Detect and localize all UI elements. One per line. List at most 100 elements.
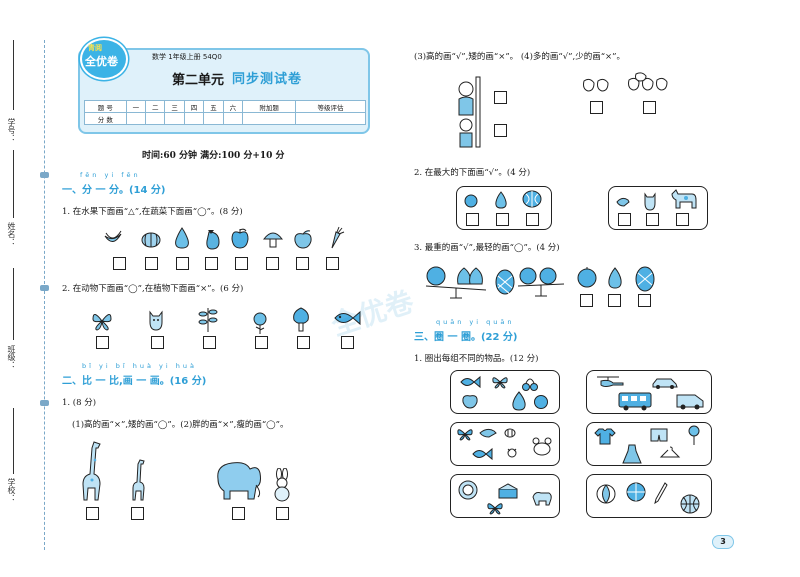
basketball-icon: [679, 493, 701, 515]
answer-box[interactable]: [235, 257, 248, 270]
page-number: 3: [712, 535, 734, 549]
table-cell: 六: [222, 100, 244, 113]
section1-pinyin: fēn yi fēn: [80, 171, 141, 179]
student-id-label: 学号：: [7, 118, 16, 142]
table-row: 题 号 一 二 三 四 五 六 附加题 等级评估: [84, 100, 366, 113]
peach-icon: [461, 393, 479, 409]
answer-box[interactable]: [276, 507, 289, 520]
class-field[interactable]: [13, 268, 14, 340]
score-cell[interactable]: [183, 112, 205, 125]
answer-box[interactable]: [113, 257, 126, 270]
shirt-icon: [593, 427, 617, 445]
answer-box[interactable]: [526, 213, 539, 226]
answer-box[interactable]: [326, 257, 339, 270]
dog-icon: [531, 487, 553, 507]
score-cell[interactable]: [125, 112, 147, 125]
class-label: 班级：: [7, 345, 16, 369]
pear-icon: [494, 191, 508, 209]
answer-box[interactable]: [232, 507, 245, 520]
answer-box[interactable]: [255, 336, 268, 349]
score-cell[interactable]: [222, 112, 244, 125]
answer-box[interactable]: [297, 336, 310, 349]
score-cell[interactable]: [145, 112, 166, 125]
van-icon: [675, 391, 705, 411]
score-cell[interactable]: [164, 112, 185, 125]
binding-dot: [40, 172, 49, 178]
time-and-score: 时间:60 分钟 满分:100 分+10 分: [142, 151, 285, 161]
watermark-text: 全优卷: [327, 284, 418, 343]
pen-icon: [653, 481, 669, 505]
answer-box[interactable]: [638, 294, 651, 307]
cat-icon: [642, 191, 658, 211]
pear-icon: [172, 226, 192, 250]
group-panel-toys: [450, 474, 560, 518]
bird-icon: [616, 196, 630, 208]
flower-icon: [250, 312, 270, 334]
answer-box[interactable]: [608, 294, 621, 307]
helicopter-icon: [595, 375, 625, 389]
mushroom-icon: [262, 229, 284, 249]
answer-box[interactable]: [618, 213, 631, 226]
score-cell[interactable]: [203, 112, 224, 125]
answer-box[interactable]: [646, 213, 659, 226]
carrot-icon: [326, 226, 346, 250]
insect-icon: [505, 445, 519, 459]
group-panel-clothes: [586, 422, 712, 466]
peppers-group-icon: [625, 72, 677, 96]
s2-question1: 1. (8 分): [62, 398, 97, 408]
answer-box[interactable]: [296, 257, 309, 270]
score-cell[interactable]: [295, 112, 366, 125]
table-cell: 一: [125, 100, 147, 113]
table-row: 分 数: [84, 112, 366, 125]
crab-icon: [531, 437, 553, 457]
butterfly-icon: [491, 375, 509, 389]
name-field[interactable]: [13, 150, 14, 218]
s1-question1: 1. 在水果下面画“△”,在蔬菜下面画“◯”。(8 分): [62, 207, 243, 217]
binding-margin: 学号： 姓名： 班级： 学校：: [0, 0, 52, 577]
answer-box[interactable]: [496, 213, 509, 226]
answer-box[interactable]: [466, 213, 479, 226]
table-cell: 二: [145, 100, 166, 113]
apple-icon: [576, 266, 598, 288]
flower-icon: [685, 425, 703, 445]
peach-icon: [292, 229, 314, 249]
pear-icon: [511, 391, 527, 411]
answer-box[interactable]: [205, 257, 218, 270]
animal-size-panel: [608, 186, 708, 230]
section3-pinyin: quān yi quān: [436, 318, 515, 326]
s2-question1-sub12: (1)高的画“×”,矮的画“◯”。(2)胖的画“×”,瘦的画“◯”。: [72, 420, 289, 430]
pear-icon: [606, 266, 624, 290]
tall-child-icon: [454, 75, 482, 149]
school-field[interactable]: [13, 408, 14, 474]
school-label: 学校：: [7, 478, 16, 502]
apple-icon: [230, 227, 250, 249]
answer-box[interactable]: [203, 336, 216, 349]
answer-box[interactable]: [494, 124, 507, 137]
answer-box[interactable]: [86, 507, 99, 520]
answer-box[interactable]: [676, 213, 689, 226]
table-cell: 题 号: [84, 100, 127, 113]
answer-box[interactable]: [580, 294, 593, 307]
answer-box[interactable]: [176, 257, 189, 270]
small-giraffe-icon: [129, 458, 147, 502]
fruit-size-panel: [456, 186, 552, 230]
answer-box[interactable]: [341, 336, 354, 349]
plant-icon: [197, 304, 219, 332]
small-fruit-icon: [464, 192, 478, 208]
answer-box[interactable]: [96, 336, 109, 349]
score-cell[interactable]: [242, 112, 297, 125]
answer-box[interactable]: [266, 257, 279, 270]
pumpkin-icon: [141, 230, 161, 248]
answer-box[interactable]: [643, 101, 656, 114]
answer-box[interactable]: [131, 507, 144, 520]
answer-box[interactable]: [151, 336, 164, 349]
answer-box[interactable]: [590, 101, 603, 114]
butterfly-icon: [485, 501, 505, 515]
balance-scale-icon: [424, 264, 488, 300]
butterfly-icon: [91, 311, 113, 331]
group-panel-vehicles: [586, 370, 712, 414]
ball-icon: [625, 481, 647, 503]
answer-box[interactable]: [145, 257, 158, 270]
answer-box[interactable]: [494, 91, 507, 104]
student-id-field[interactable]: [13, 40, 14, 110]
